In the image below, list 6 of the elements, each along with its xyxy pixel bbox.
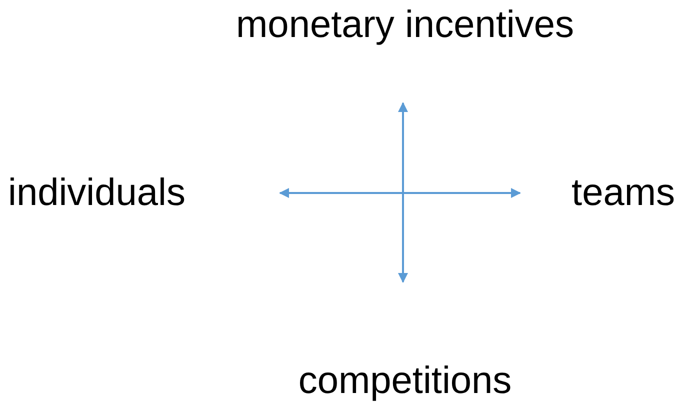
axis-label: individuals [8,171,186,216]
axis-label: competitions [298,359,512,404]
axis-label: teams [572,171,675,216]
axis-label: monetary incentives [236,3,574,48]
double-arrow [279,188,521,198]
double-arrow [398,102,408,283]
